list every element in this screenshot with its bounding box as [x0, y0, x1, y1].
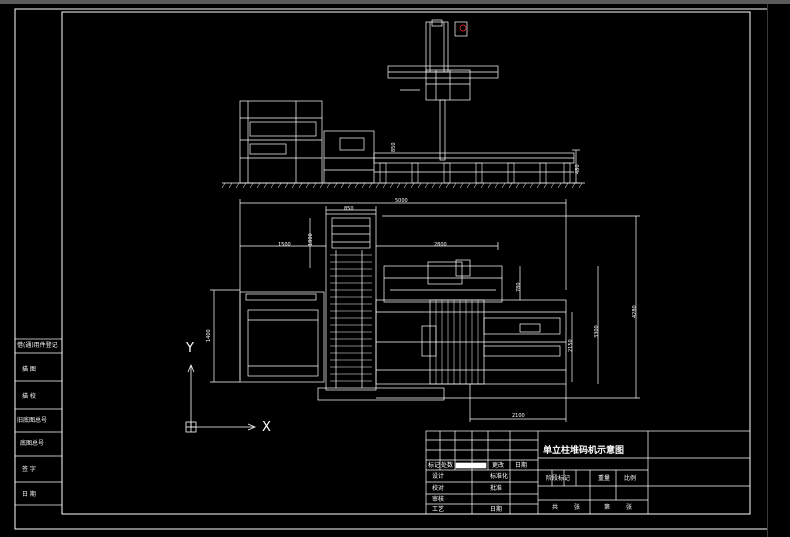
tb-approve: 审核	[432, 496, 445, 503]
side-row-2: 旧底图总号	[17, 417, 48, 424]
dim-stack-width: 850	[344, 206, 354, 212]
tb-design: 设计	[432, 473, 445, 480]
tb-change: 更改	[492, 462, 505, 469]
dim-height-3: 4280	[632, 305, 638, 318]
dim-height-1: 1800	[308, 233, 314, 246]
side-row-5: 日 期	[22, 491, 36, 498]
tb-approve2: 批准	[490, 485, 503, 492]
dim-elev-h: 480	[575, 164, 581, 174]
inner-frame	[61, 11, 751, 515]
dim-height-5: 780	[516, 282, 522, 292]
tb-stage: 阶段标记	[546, 475, 571, 482]
drawing-title: 单立柱堆码机示意图	[543, 446, 625, 456]
tb-count: 处数	[441, 462, 454, 469]
dim-elev-h2: 850	[391, 142, 397, 152]
tb-no: 第	[604, 504, 611, 511]
dim-height-2: 3300	[594, 325, 600, 338]
tb-sheet: 张	[626, 504, 633, 511]
side-row-1: 描 校	[22, 393, 36, 400]
side-top-label: 借(通)用件登记	[17, 342, 58, 349]
title-block	[425, 430, 751, 515]
window-top-bar	[0, 0, 790, 4]
x-axis-label: X	[262, 420, 271, 435]
tb-date: 日期	[515, 462, 528, 469]
side-row-4: 签 字	[22, 466, 36, 473]
side-row-0: 描 图	[22, 366, 36, 373]
tb-standard: 标准化	[490, 473, 509, 480]
tb-sheets: 张	[574, 504, 581, 511]
tb-mark: 标记	[428, 462, 441, 469]
outer-frame	[14, 8, 770, 530]
dim-height-4: 2150	[568, 339, 574, 352]
tb-scale: 比例	[624, 475, 637, 482]
tb-weight: 重量	[598, 475, 611, 482]
elevation-view	[221, 19, 585, 189]
side-table	[14, 338, 63, 506]
dim-mid-width: 2800	[434, 242, 447, 248]
tb-total: 共	[552, 504, 559, 511]
dim-left-width: 1500	[278, 242, 291, 248]
tb-check: 校对	[432, 485, 445, 492]
right-scrollbar[interactable]	[767, 4, 790, 537]
ucs-axis-icon	[185, 363, 257, 433]
tb-date2: 日期	[490, 506, 503, 513]
side-row-3: 底图总号	[20, 440, 45, 447]
tb-craft: 工艺	[432, 506, 445, 513]
dim-lower-width: 2100	[512, 413, 525, 419]
y-axis-label: Y	[186, 341, 194, 356]
dim-side-height: 1400	[206, 329, 212, 342]
plan-view	[210, 199, 640, 422]
dim-overall-width: 5000	[395, 198, 408, 204]
